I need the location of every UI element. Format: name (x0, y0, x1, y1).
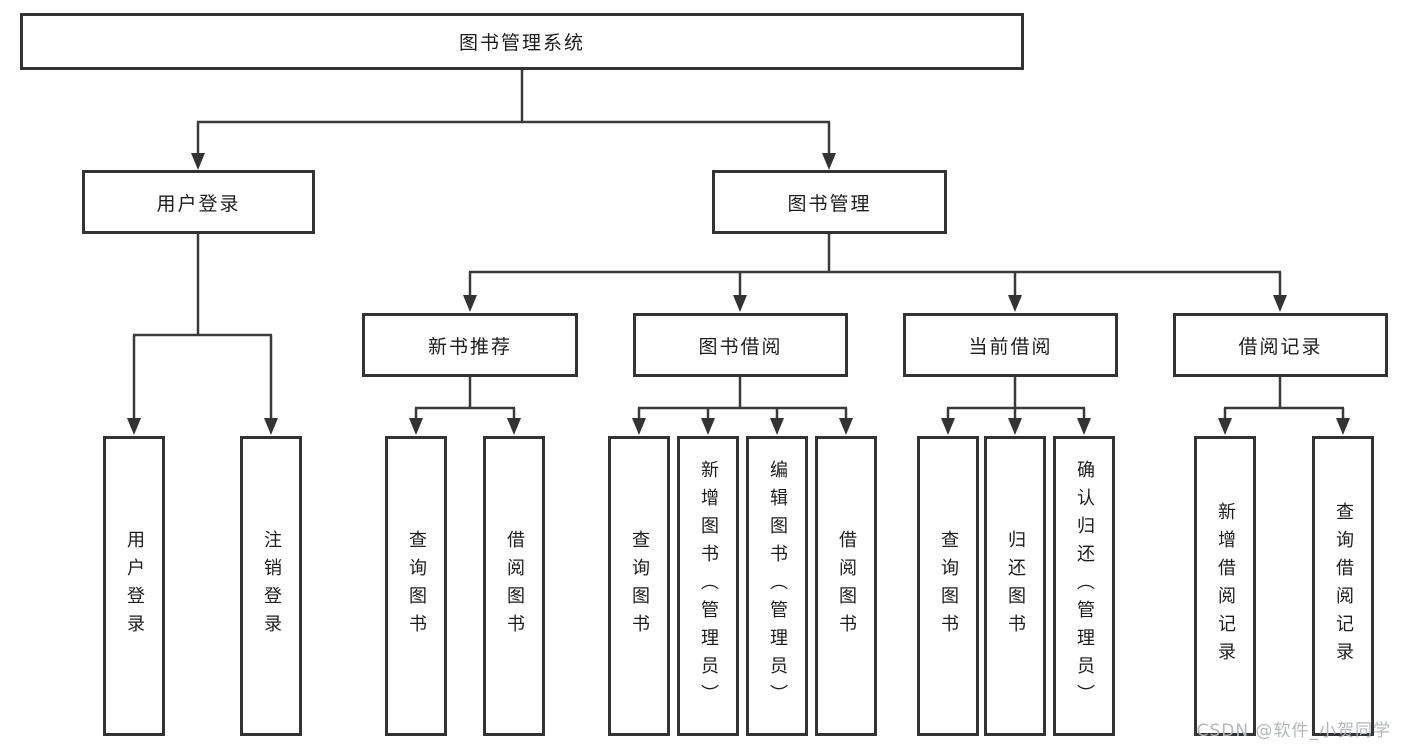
leaf-query-books-recommend: 查询图书 (385, 436, 447, 736)
arrow-down-icon (1218, 418, 1232, 435)
leaf-borrow-books: 借阅图书 (815, 436, 877, 736)
arrow-down-icon (1008, 295, 1022, 312)
arrow-down-icon (770, 418, 784, 435)
node-current-borrowing: 当前借阅 (903, 313, 1118, 377)
leaf-query-borrow-record: 查询借阅记录 (1312, 436, 1374, 736)
arrow-down-icon (733, 295, 747, 312)
leaf-add-borrow-record: 新增借阅记录 (1194, 436, 1256, 736)
arrow-down-icon (264, 418, 278, 435)
connector-current-borrow-to-leaves (946, 376, 1086, 421)
csdn-watermark: CSDN @软件_小贺同学 (1196, 721, 1391, 741)
arrow-down-icon (1008, 418, 1022, 435)
arrow-down-icon (701, 418, 715, 435)
node-new-book-recommend: 新书推荐 (362, 313, 578, 377)
connector-borrow-record-to-leaves (1223, 376, 1345, 421)
arrow-down-icon (822, 153, 836, 170)
connector-book-management-to-level3 (468, 233, 1282, 299)
connector-new-book-to-leaves (414, 376, 516, 421)
node-user-login: 用户登录 (82, 170, 315, 234)
leaf-logout: 注销登录 (240, 436, 302, 736)
arrowheads (127, 153, 1350, 435)
leaf-edit-books-admin: 编辑图书（管理员） (746, 436, 808, 736)
leaf-query-books-borrowing: 查询图书 (608, 436, 670, 736)
leaf-query-books-current: 查询图书 (917, 436, 979, 736)
arrow-down-icon (1336, 418, 1350, 435)
arrow-down-icon (507, 418, 521, 435)
arrow-down-icon (1077, 418, 1091, 435)
arrow-down-icon (127, 418, 141, 435)
arrow-down-icon (941, 418, 955, 435)
connector-book-borrow-to-leaves (637, 376, 848, 421)
node-library-system: 图书管理系统 (20, 13, 1024, 70)
arrow-down-icon (409, 418, 423, 435)
connector-root-to-level2 (196, 70, 831, 157)
arrow-down-icon (463, 295, 477, 312)
leaf-confirm-return-admin: 确认归还（管理员） (1053, 436, 1115, 736)
leaf-add-books-admin: 新增图书（管理员） (677, 436, 739, 736)
node-borrowing-records: 借阅记录 (1173, 313, 1388, 377)
leaf-user-login: 用户登录 (103, 436, 165, 736)
arrow-down-icon (191, 153, 205, 170)
arrow-down-icon (632, 418, 646, 435)
arrow-down-icon (839, 418, 853, 435)
node-book-borrowing: 图书借阅 (633, 313, 848, 377)
node-book-management: 图书管理 (712, 170, 947, 234)
leaf-return-books: 归还图书 (984, 436, 1046, 736)
arrow-down-icon (1273, 295, 1287, 312)
leaf-borrow-books-recommend: 借阅图书 (483, 436, 545, 736)
connector-user-login-to-leaves (132, 233, 273, 421)
